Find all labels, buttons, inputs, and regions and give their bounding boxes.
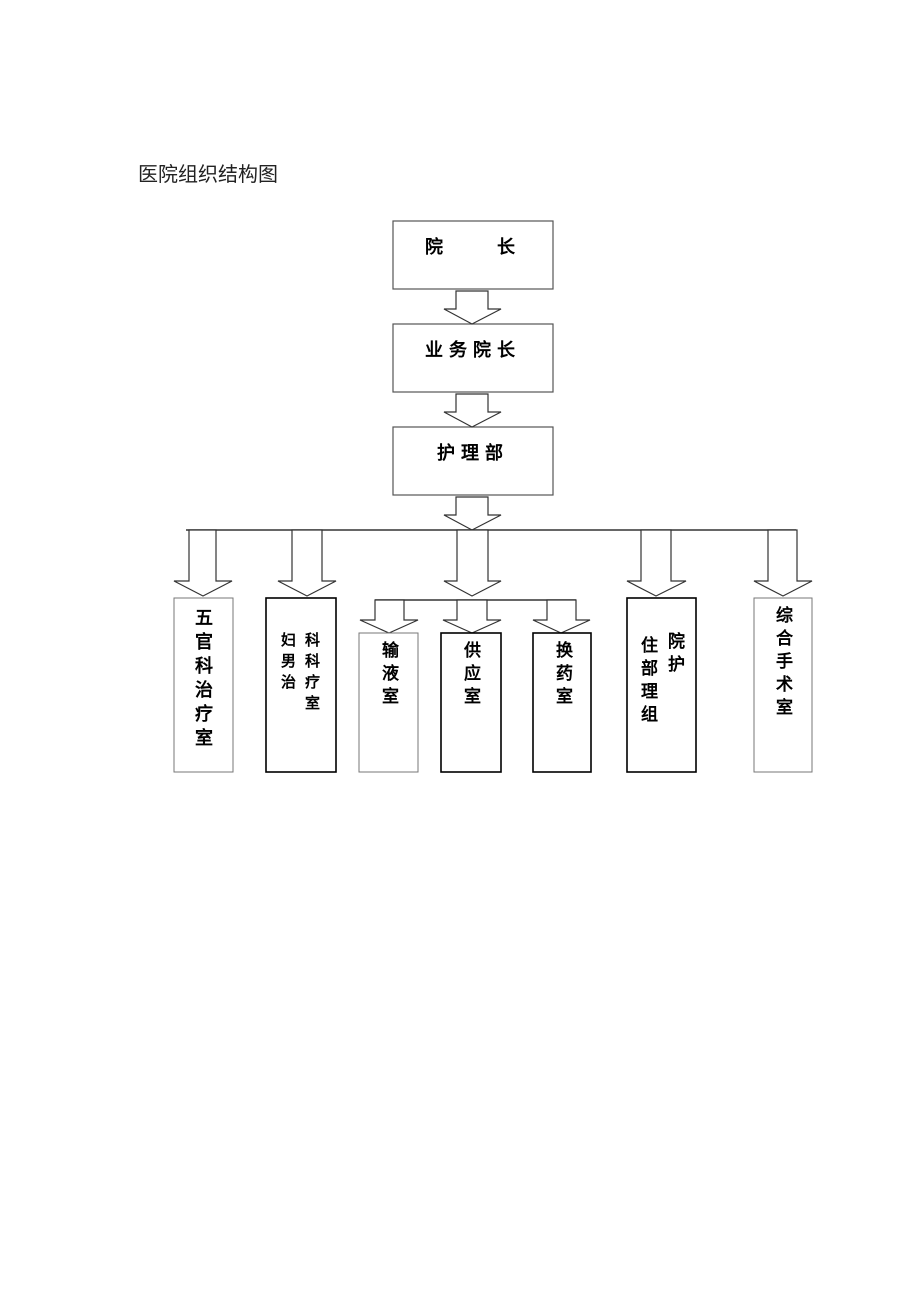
business-vp-box: 业务院长	[393, 324, 553, 392]
infusion-box: 输液室	[359, 633, 418, 772]
arrow-nursing-to-bus	[443, 496, 502, 531]
nursing-dept-box: 护理部	[393, 427, 553, 495]
ent-box-frame	[173, 597, 234, 773]
arrow-to-inpatient	[626, 529, 687, 597]
supply-box-frame	[440, 632, 502, 773]
nursing-dept-box-frame	[392, 426, 554, 496]
dressing-label: 换药室	[552, 641, 572, 710]
obgyn-box-frame	[265, 597, 337, 773]
arrow-to-ent	[173, 529, 233, 597]
arrow-to-obgyn	[277, 529, 337, 597]
operating-box-frame	[753, 597, 813, 773]
inpatient-box-frame	[626, 597, 697, 773]
arrow-to-center-group	[443, 529, 502, 597]
arrow-to-operating	[753, 529, 813, 597]
operating-room-label: 综合手术室	[772, 606, 792, 721]
page-title: 医院组织结构图	[138, 162, 278, 186]
obgyn-andrology-box: 科科疗室 妇男治	[266, 598, 336, 772]
operating-room-box: 综合手术室	[754, 598, 812, 772]
obgyn-label-left-column: 妇男治	[279, 632, 297, 695]
arrow-to-infusion	[359, 599, 419, 634]
president-label: 院 长	[425, 237, 521, 258]
supply-box: 供应室	[441, 633, 501, 772]
arrow-president-to-vp	[443, 290, 502, 325]
president-box: 院 长	[393, 221, 553, 289]
infusion-box-frame	[358, 632, 419, 773]
arrow-to-dressing	[532, 599, 591, 634]
ent-treatment-box: 五官科治疗室	[174, 598, 233, 772]
business-vp-label: 业务院长	[425, 340, 521, 361]
dressing-box: 换药室	[533, 633, 591, 772]
obgyn-label-right-column: 科科疗室	[303, 632, 321, 716]
inpatient-label-right-column: 院护	[664, 632, 684, 678]
president-box-frame	[392, 220, 554, 290]
ent-treatment-label: 五官科治疗室	[192, 608, 213, 752]
nursing-dept-label: 护理部	[437, 443, 509, 464]
dressing-box-frame	[532, 632, 592, 773]
inpatient-label-left-column: 住部理组	[637, 636, 657, 728]
inpatient-nursing-box: 院护 住部理组	[627, 598, 696, 772]
supply-label: 供应室	[460, 641, 480, 710]
infusion-label: 输液室	[378, 641, 398, 710]
arrow-vp-to-nursing	[443, 393, 502, 428]
arrow-to-supply	[442, 599, 502, 634]
